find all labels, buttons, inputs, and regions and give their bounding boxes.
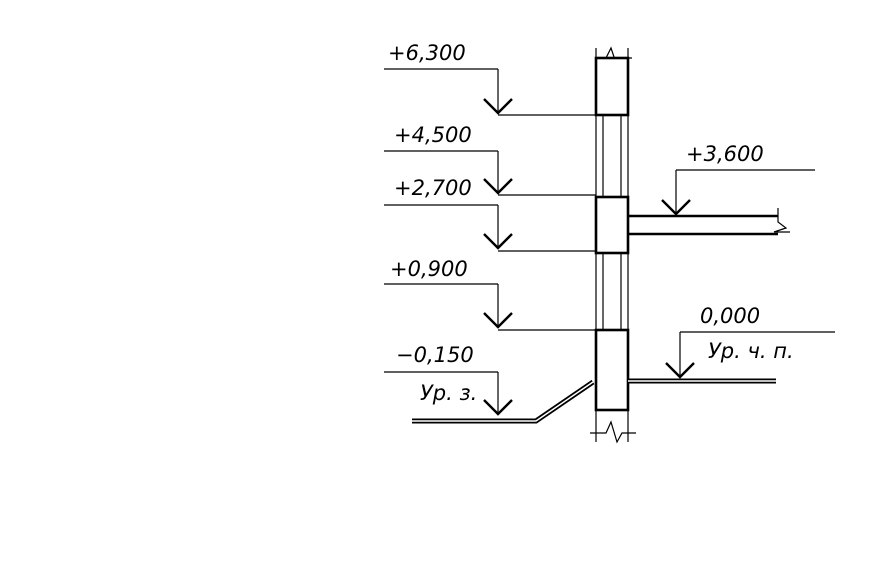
level-arrow-3600	[661, 199, 691, 216]
ground-line-hatch	[412, 381, 594, 422]
level-mark-4500: +4,500	[384, 123, 596, 196]
level-mark-6300: +6,300	[384, 41, 596, 116]
level-label-3600: +3,600	[686, 142, 764, 166]
level-mark-minus-0150: −0,150 Ур. з.	[384, 343, 513, 416]
level-arrow-6300	[483, 98, 513, 115]
level-arrow-0000	[665, 362, 695, 379]
slab-break-line	[773, 208, 790, 233]
floor-level-note: Ур. ч. п.	[708, 339, 794, 363]
bottom-break-line	[590, 420, 636, 444]
level-mark-3600: +3,600	[661, 142, 815, 216]
ground-lines	[412, 378, 776, 424]
level-arrow-0900	[483, 312, 513, 329]
level-arrow-2700	[483, 233, 513, 250]
level-mark-0000: 0,000 Ур. ч. п.	[665, 304, 835, 379]
floor-slab	[628, 208, 790, 236]
wall-column	[590, 46, 636, 444]
top-block	[594, 56, 630, 117]
level-label-2700: +2,700	[394, 176, 472, 200]
level-label-4500: +4,500	[394, 123, 472, 147]
level-label-0900: +0,900	[390, 257, 468, 281]
middle-block	[594, 195, 630, 255]
level-arrow-4500	[483, 178, 513, 195]
bottom-block	[594, 328, 630, 412]
ground-level-note: Ур. з.	[420, 381, 477, 405]
level-mark-0900: +0,900	[384, 257, 596, 331]
level-label-minus-0150: −0,150	[396, 343, 474, 367]
level-mark-2700: +2,700	[384, 176, 596, 252]
level-label-0000: 0,000	[700, 304, 760, 328]
level-label-6300: +6,300	[388, 41, 466, 65]
level-arrow-minus-0150	[483, 399, 513, 416]
